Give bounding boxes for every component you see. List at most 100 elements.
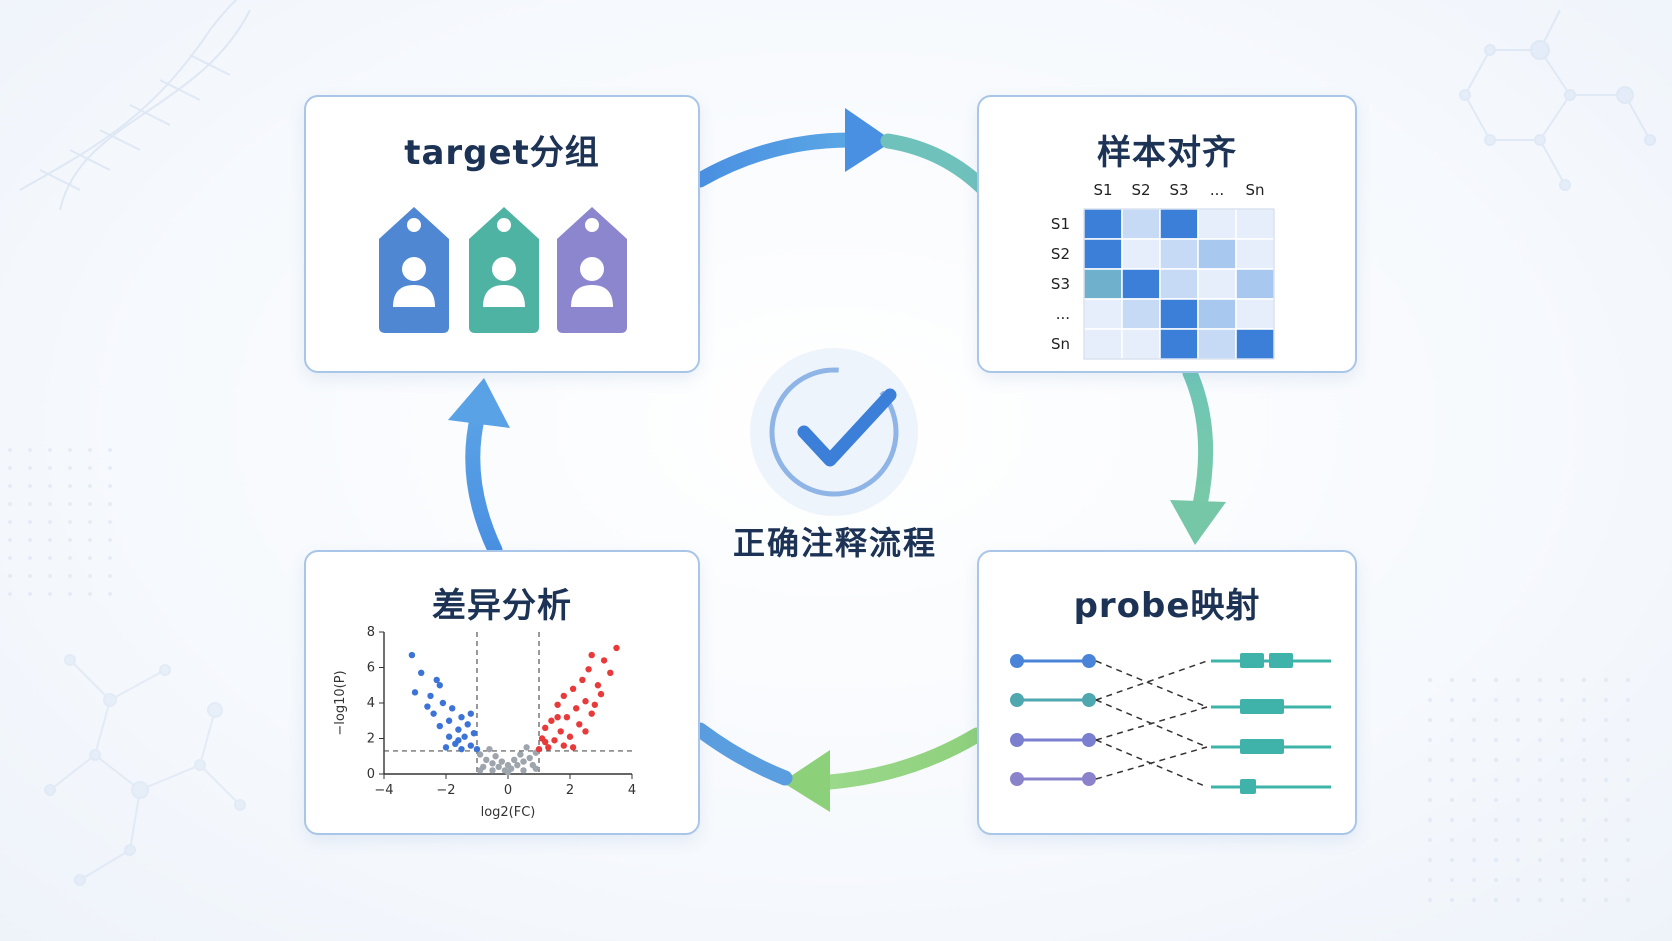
bg-dot <box>48 538 52 542</box>
data-point <box>569 685 577 692</box>
bg-dot <box>48 556 52 560</box>
bg-dot <box>8 502 12 506</box>
bg-dot <box>1559 697 1565 703</box>
card-title: 差异分析 <box>432 586 572 626</box>
data-point <box>557 728 564 735</box>
arrow-align-to-probe <box>1182 365 1214 513</box>
y-tick-label: 4 <box>367 696 375 711</box>
bg-dot <box>68 466 72 470</box>
data-point <box>436 682 443 689</box>
bg-dot <box>8 556 12 560</box>
bg-dot <box>1449 857 1455 863</box>
bg-dot <box>1625 757 1631 763</box>
data-point <box>427 692 434 700</box>
bg-dot <box>1559 897 1565 903</box>
bg-dot <box>1625 697 1631 703</box>
arrow-target-to-align <box>692 132 858 188</box>
bg-dot <box>1603 737 1609 743</box>
data-point <box>554 701 561 708</box>
bg-dot <box>1471 817 1477 823</box>
center-label: 正确注释流程 <box>732 524 937 562</box>
bg-dot <box>88 520 92 524</box>
data-point <box>492 753 499 760</box>
bg-dot <box>108 592 112 596</box>
matrix-cell <box>1159 298 1199 330</box>
bg-dot <box>8 520 12 524</box>
bg-dot <box>1449 797 1455 803</box>
bg-dot <box>1581 737 1587 743</box>
matrix-cell <box>1197 298 1237 330</box>
bg-dot <box>1537 857 1543 863</box>
data-point <box>458 745 465 753</box>
bg-dot <box>1625 817 1631 823</box>
bg-dot <box>1427 737 1433 743</box>
bg-dot <box>88 502 92 506</box>
bg-dot <box>1449 897 1455 903</box>
bg-dot <box>8 592 12 596</box>
data-point <box>607 669 614 677</box>
bg-dot <box>1449 737 1455 743</box>
bg-dot <box>1559 877 1565 883</box>
bg-dot <box>108 484 112 488</box>
matrix-col-label: Sn <box>1245 181 1264 199</box>
bg-dot <box>1581 817 1587 823</box>
bg-dot <box>28 574 32 578</box>
bg-dot <box>1625 837 1631 843</box>
x-axis-label: log2(FC) <box>481 805 536 820</box>
bg-dot <box>1581 857 1587 863</box>
arrow-head-icon <box>1170 500 1226 545</box>
data-point <box>560 692 567 700</box>
bg-dot <box>88 448 92 452</box>
bg-dot <box>1515 897 1521 903</box>
bg-dot <box>1515 757 1521 763</box>
bg-dot <box>1515 677 1521 683</box>
bg-dot <box>68 448 72 452</box>
data-point <box>449 705 456 712</box>
data-point <box>532 765 540 772</box>
bg-dot <box>1537 757 1543 763</box>
data-point <box>498 758 505 765</box>
arrow-head-icon <box>845 108 893 172</box>
data-point <box>588 710 595 717</box>
data-point <box>483 756 490 763</box>
bg-dot <box>1493 877 1499 883</box>
bg-dot <box>1493 857 1499 863</box>
bg-dot <box>1515 777 1521 783</box>
bg-dot <box>1559 817 1565 823</box>
bg-dot <box>1603 697 1609 703</box>
bg-dot <box>1559 737 1565 743</box>
data-point <box>585 666 592 673</box>
data-point <box>588 651 595 659</box>
bg-dot <box>1449 877 1455 883</box>
bg-dot <box>8 484 12 488</box>
data-point <box>535 745 543 753</box>
data-point <box>548 717 555 724</box>
bg-dot <box>1515 857 1521 863</box>
bg-dot <box>88 538 92 542</box>
bg-dot <box>1559 717 1565 723</box>
bg-dot <box>1493 837 1499 843</box>
bg-dot <box>1625 877 1631 883</box>
data-point <box>455 726 462 733</box>
bg-dot <box>1427 897 1433 903</box>
data-point <box>436 722 443 730</box>
bg-dot <box>1537 697 1543 703</box>
bg-dot <box>1515 717 1521 723</box>
dna-helix-icon <box>19 0 251 211</box>
bg-dot <box>1537 877 1543 883</box>
bg-dot <box>1449 757 1455 763</box>
matrix-row-label: S2 <box>1051 245 1070 263</box>
data-point <box>418 669 425 677</box>
bg-dot <box>1603 797 1609 803</box>
bg-dot <box>28 448 32 452</box>
bg-dot <box>1603 757 1609 763</box>
bg-dot <box>1581 837 1587 843</box>
matrix-col-label: S3 <box>1169 181 1188 199</box>
data-point <box>569 744 577 751</box>
data-point <box>551 737 558 744</box>
x-tick-label: 2 <box>566 783 574 798</box>
bg-dot <box>48 448 52 452</box>
bg-dot <box>1427 837 1433 843</box>
bg-dot <box>1471 857 1477 863</box>
